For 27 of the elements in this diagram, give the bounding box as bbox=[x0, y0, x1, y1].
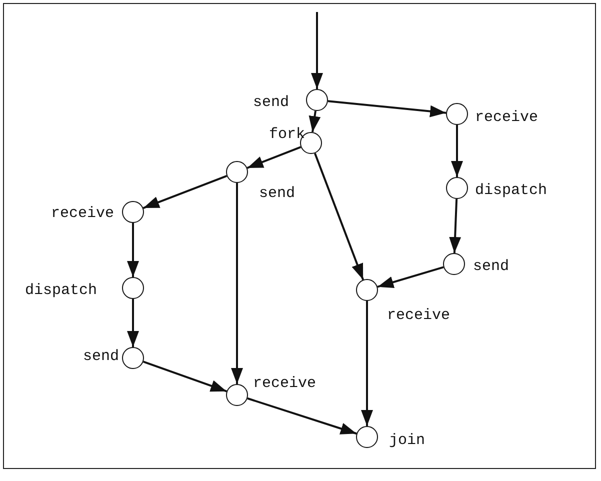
node-label: receive bbox=[387, 308, 450, 324]
node-label: dispatch bbox=[25, 283, 98, 299]
node-label: receive bbox=[475, 110, 538, 126]
arrow bbox=[308, 110, 321, 132]
arrow bbox=[361, 301, 373, 426]
arrow bbox=[231, 183, 243, 384]
node-label: fork bbox=[269, 127, 306, 143]
arrow bbox=[314, 152, 364, 280]
node-label: send bbox=[253, 95, 290, 111]
arrow bbox=[311, 12, 323, 89]
arrow bbox=[143, 360, 227, 392]
arrow bbox=[127, 299, 139, 347]
arrow bbox=[449, 198, 462, 254]
arrow bbox=[127, 223, 139, 277]
arrow bbox=[246, 146, 302, 169]
node-label: send bbox=[83, 349, 120, 365]
node-label: receive bbox=[51, 206, 114, 222]
arrow bbox=[142, 175, 228, 209]
arrow bbox=[247, 397, 357, 435]
node-label: dispatch bbox=[475, 183, 548, 199]
arrow bbox=[451, 125, 463, 177]
node-label: send bbox=[259, 186, 296, 202]
node-label: send bbox=[473, 259, 510, 275]
node-label: receive bbox=[253, 376, 316, 392]
node-label: join bbox=[389, 433, 426, 449]
arrow bbox=[377, 266, 444, 288]
arrow bbox=[328, 100, 446, 118]
